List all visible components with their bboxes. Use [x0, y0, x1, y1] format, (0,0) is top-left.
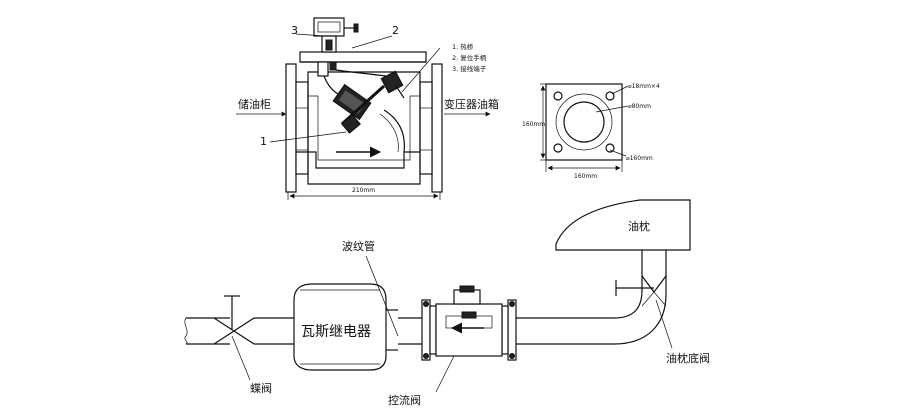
valve-section-drawing [236, 17, 491, 200]
butterfly-valve-label: 蝶阀 [250, 381, 272, 395]
callout-3: 3 [291, 24, 298, 37]
pipeline-drawing [184, 199, 691, 393]
flange-bore-note: ⌀80mm [628, 103, 651, 110]
legend-item-1: 1. 热桥 [452, 42, 474, 51]
bellows-label: 波纹管 [342, 239, 375, 253]
conservator-label: 油枕 [628, 219, 650, 233]
flow-valve-label: 控流阀 [388, 393, 421, 407]
callout-2: 2 [392, 24, 399, 37]
legend-item-2: 2. 复位手柄 [452, 53, 487, 62]
legend-item-3: 3. 接线端子 [452, 64, 487, 73]
conservator-valve-label: 油枕底阀 [666, 351, 710, 365]
left-flow-label: 储油柜 [238, 97, 271, 111]
flange-bolt-note: ⌀18mm×4 [628, 83, 660, 90]
right-flow-label: 变压器油箱 [444, 97, 499, 111]
valve-width-dimension: 210mm [352, 187, 375, 194]
flange-height-dimension: 160mm [522, 121, 545, 128]
flange-pcd-note: ⌀160mm [626, 155, 653, 162]
gas-relay-label: 瓦斯继电器 [301, 324, 371, 340]
callout-1: 1 [260, 135, 267, 148]
flange-width-dimension: 160mm [574, 173, 597, 180]
flange-drawing [540, 83, 629, 172]
